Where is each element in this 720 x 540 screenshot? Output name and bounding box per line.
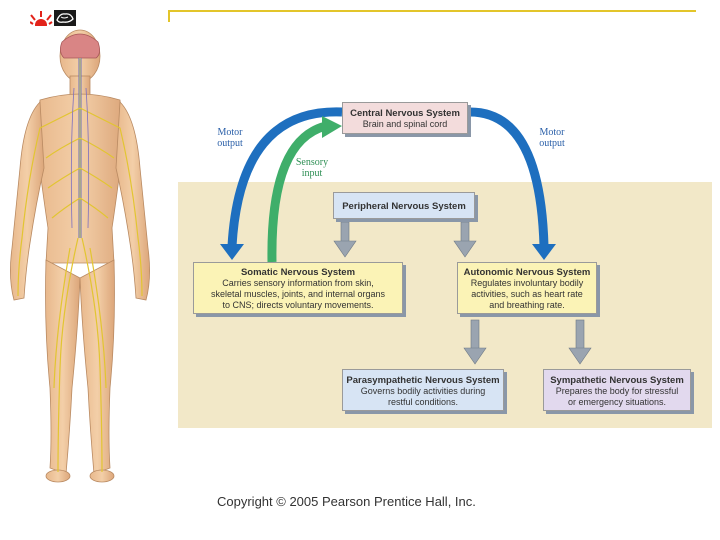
somatic-desc-line-2: skeletal muscles, joints, and internal o… — [194, 289, 402, 300]
motor-output-left-arrowhead — [220, 244, 244, 260]
sensory-input-line-1: Sensory — [290, 157, 334, 168]
cns-title: Central Nervous System — [343, 108, 467, 119]
somatic-desc-line-3: to CNS; directs voluntary movements. — [194, 300, 402, 311]
sympathetic-desc-line-2: or emergency situations. — [544, 397, 690, 408]
somatic-desc-line-1: Carries sensory information from skin, — [194, 278, 402, 289]
somatic-title: Somatic Nervous System — [194, 267, 402, 278]
pns-to-autonomic-arrow — [454, 222, 476, 257]
autonomic-nervous-system-box: Autonomic Nervous System Regulates invol… — [457, 262, 597, 314]
autonomic-desc-line-2: activities, such as heart rate — [458, 289, 596, 300]
autonomic-to-parasympathetic-arrow — [464, 320, 486, 364]
copyright-text: Copyright © 2005 Pearson Prentice Hall, … — [217, 494, 476, 509]
parasympathetic-desc-line-1: Governs bodily activities during — [343, 386, 503, 397]
motor-output-right-line-1: Motor — [528, 127, 576, 138]
sensory-input-arrowhead — [322, 116, 342, 138]
central-nervous-system-box: Central Nervous System Brain and spinal … — [342, 102, 468, 134]
pns-to-somatic-arrow — [334, 222, 356, 257]
somatic-nervous-system-box: Somatic Nervous System Carries sensory i… — [193, 262, 403, 314]
motor-output-left-line-2: output — [206, 138, 254, 149]
autonomic-desc-line-1: Regulates involuntary bodily — [458, 278, 596, 289]
sympathetic-nervous-system-box: Sympathetic Nervous System Prepares the … — [543, 369, 691, 411]
parasympathetic-desc-line-2: restful conditions. — [343, 397, 503, 408]
autonomic-desc-line-3: and breathing rate. — [458, 300, 596, 311]
motor-output-left-label: Motor output — [206, 127, 254, 149]
sensory-input-label: Sensory input — [290, 157, 334, 179]
motor-output-right-label: Motor output — [528, 127, 576, 149]
parasympathetic-nervous-system-box: Parasympathetic Nervous System Governs b… — [342, 369, 504, 411]
sympathetic-desc-line-1: Prepares the body for stressful — [544, 386, 690, 397]
parasympathetic-title: Parasympathetic Nervous System — [343, 375, 503, 386]
sensory-input-line-2: input — [290, 168, 334, 179]
pns-title: Peripheral Nervous System — [334, 201, 474, 212]
autonomic-to-sympathetic-arrow — [569, 320, 591, 364]
motor-output-left-line-1: Motor — [206, 127, 254, 138]
sympathetic-title: Sympathetic Nervous System — [544, 375, 690, 386]
sensory-input-arrow — [272, 126, 326, 262]
motor-output-right-arrowhead — [532, 244, 556, 260]
autonomic-title: Autonomic Nervous System — [458, 267, 596, 278]
motor-output-right-line-2: output — [528, 138, 576, 149]
peripheral-nervous-system-box: Peripheral Nervous System — [333, 192, 475, 219]
cns-description: Brain and spinal cord — [363, 119, 448, 129]
